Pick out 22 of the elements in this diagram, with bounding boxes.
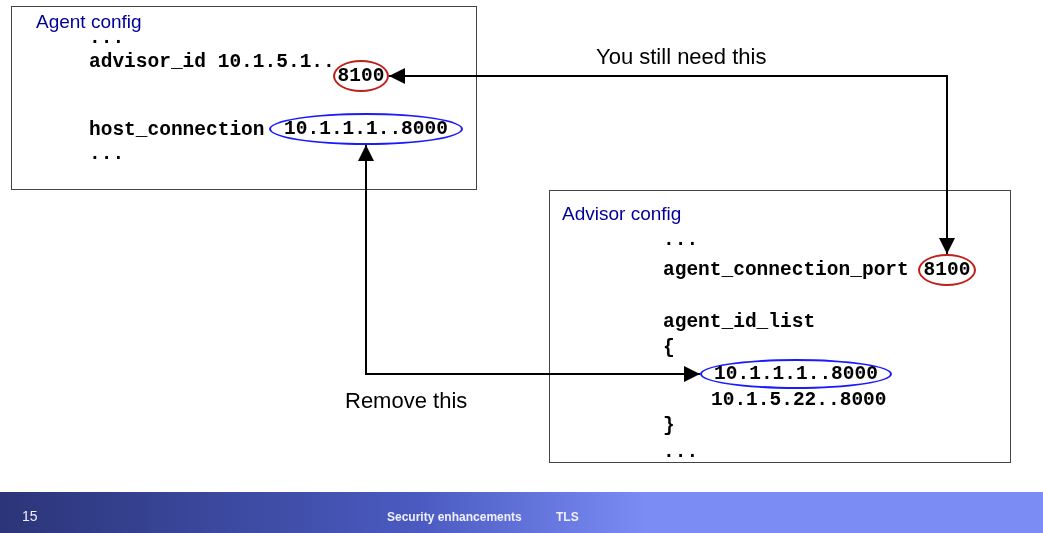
- highlight-ellipse: 10.1.1.1..8000: [700, 359, 892, 389]
- config-line: advisor_id 10.1.5.1..: [89, 51, 335, 73]
- config-line: }: [663, 415, 675, 437]
- config-line: {: [663, 337, 675, 359]
- double-arrow: [388, 68, 955, 255]
- highlight-ellipse: 8100: [333, 60, 389, 92]
- panel-title: Advisor config: [562, 203, 682, 225]
- config-line: 10.1.5.22..8000: [711, 389, 887, 411]
- config-line: ...: [663, 441, 699, 463]
- config-line: agent_id_list: [663, 311, 816, 333]
- page-number: 15: [22, 508, 38, 524]
- double-arrow: [358, 144, 701, 382]
- config-line: host_connection: [89, 119, 265, 141]
- config-line: ...: [89, 143, 125, 165]
- config-panel: [11, 6, 477, 190]
- footer-text: TLS: [556, 510, 579, 524]
- config-line: agent_connection_port: [663, 259, 909, 281]
- highlight-ellipse: 8100: [918, 254, 976, 286]
- footer-text: Security enhancements: [387, 510, 522, 524]
- config-panel: [549, 190, 1011, 463]
- config-line: ...: [663, 229, 699, 251]
- highlight-ellipse: 10.1.1.1..8000: [269, 113, 463, 145]
